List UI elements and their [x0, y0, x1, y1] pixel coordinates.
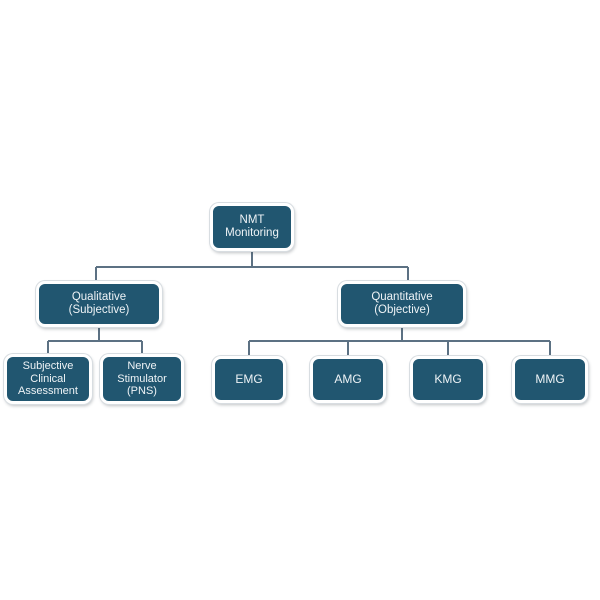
node-kmg[interactable]: KMG — [410, 356, 486, 403]
node-nmt-monitoring-line2: Monitoring — [225, 227, 279, 239]
node-nerve-stimulator-pns[interactable]: Nerve Stimulator (PNS) — [100, 354, 184, 404]
node-quantitative[interactable]: Quantitative (Objective) — [338, 281, 466, 327]
node-nerve-stimulator-pns-line3: (PNS) — [127, 385, 157, 398]
node-subjective-clinical-assessment-line1: Subjective — [22, 359, 74, 372]
node-nerve-stimulator-pns-line2: Stimulator — [117, 372, 167, 385]
node-amg-label: AMG — [334, 371, 362, 386]
node-emg[interactable]: EMG — [212, 356, 286, 403]
node-quantitative-line1: Quantitative — [371, 290, 433, 303]
node-emg-label: EMG — [235, 371, 263, 386]
node-subjective-clinical-assessment[interactable]: Subjective Clinical Assessment — [4, 354, 92, 404]
node-subjective-clinical-assessment-line2: Clinical — [30, 372, 66, 385]
node-nerve-stimulator-pns-line1: Nerve — [127, 359, 157, 372]
node-kmg-label: KMG — [434, 371, 462, 386]
node-nmt-monitoring[interactable]: NMT Monitoring — [210, 203, 294, 251]
node-amg[interactable]: AMG — [310, 356, 386, 403]
node-qualitative-line1: Qualitative — [71, 290, 127, 303]
node-mmg-label: MMG — [535, 371, 565, 386]
node-qualitative-line2: (Subjective) — [68, 304, 130, 316]
node-qualitative[interactable]: Qualitative (Subjective) — [36, 281, 162, 327]
node-mmg[interactable]: MMG — [512, 356, 588, 403]
node-quantitative-line2: (Objective) — [374, 304, 430, 316]
node-subjective-clinical-assessment-line3: Assessment — [18, 385, 78, 398]
node-nmt-monitoring-line1: NMT — [239, 213, 265, 226]
